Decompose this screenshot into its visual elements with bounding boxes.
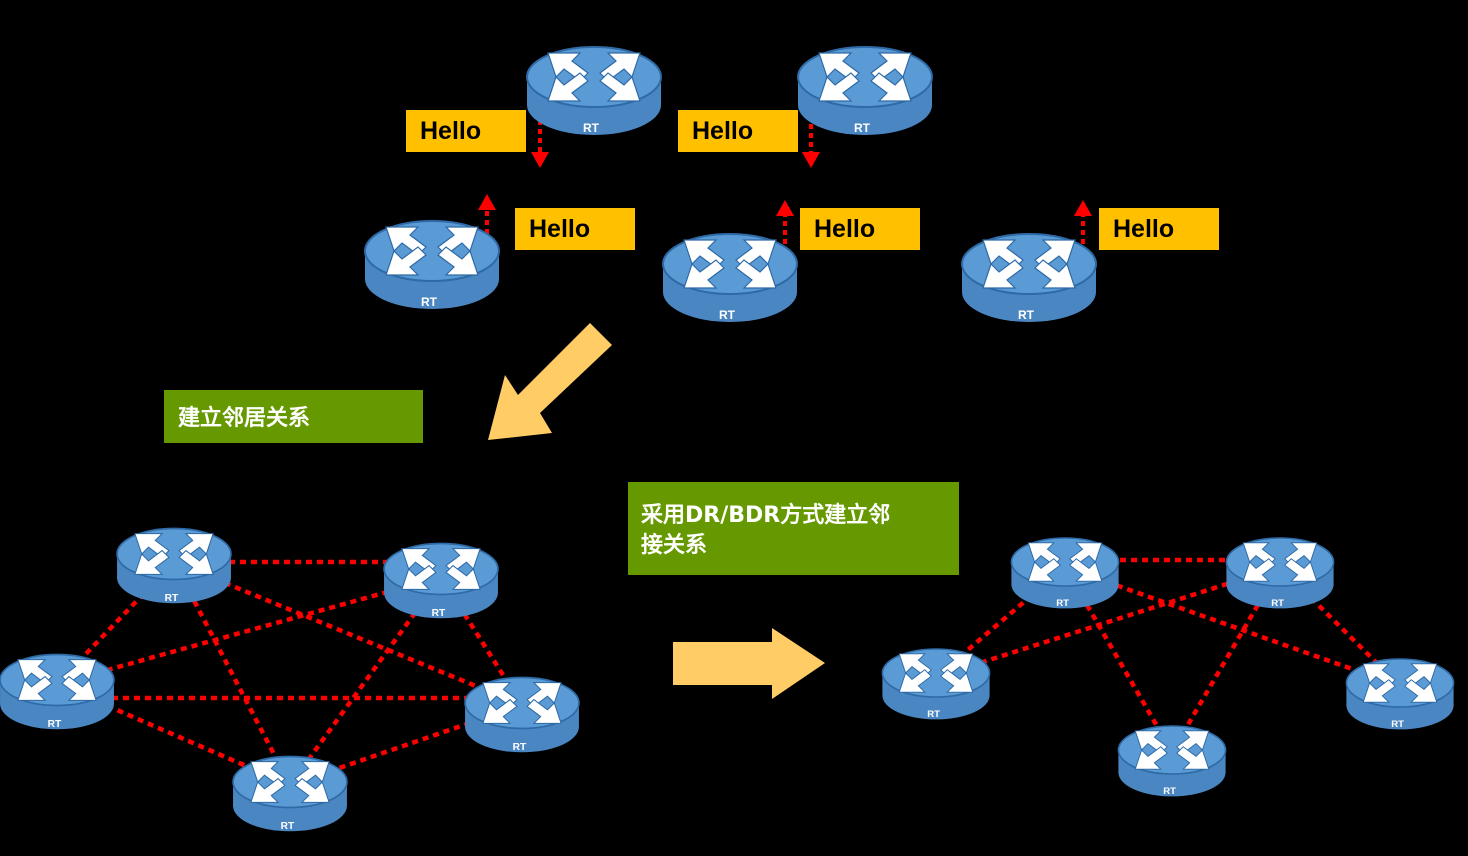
router-dr: RT bbox=[1010, 537, 1120, 610]
router-label: RT bbox=[48, 719, 62, 730]
router-bottom-left: RT bbox=[364, 220, 500, 310]
router-other-1: RT bbox=[881, 648, 991, 721]
hello-box-5: Hello bbox=[1099, 208, 1219, 250]
router-bdr: RT bbox=[1225, 537, 1335, 610]
router-other-3: RT bbox=[1117, 725, 1227, 798]
router-label: RT bbox=[854, 121, 871, 135]
caption-dr-bdr-line1: 采用DR/BDR方式建立邻 bbox=[641, 502, 890, 528]
hello-label: Hello bbox=[692, 117, 753, 145]
arrow-down-left-icon bbox=[488, 323, 612, 440]
router-label: RT bbox=[421, 295, 438, 309]
router-bottom-middle: RT bbox=[662, 233, 798, 323]
mesh-router-b: RT bbox=[383, 542, 499, 620]
router-label: RT bbox=[165, 593, 179, 604]
router-other-2: RT bbox=[1345, 658, 1455, 731]
mesh-router-d: RT bbox=[464, 676, 580, 754]
caption-establish-neighbors-text: 建立邻居关系 bbox=[178, 405, 310, 431]
caption-establish-neighbors: 建立邻居关系 bbox=[164, 390, 423, 443]
router-label: RT bbox=[927, 709, 940, 720]
router-top-left: RT bbox=[526, 46, 662, 136]
hello-box-4: Hello bbox=[800, 208, 920, 250]
mesh-router-e: RT bbox=[232, 755, 348, 833]
caption-dr-bdr: 采用DR/BDR方式建立邻 接关系 bbox=[628, 482, 959, 575]
router-label: RT bbox=[432, 608, 446, 619]
router-bottom-right: RT bbox=[961, 233, 1097, 323]
hello-label: Hello bbox=[529, 215, 590, 243]
router-label: RT bbox=[583, 121, 600, 135]
router-label: RT bbox=[1018, 308, 1035, 322]
hello-links bbox=[478, 120, 1092, 244]
router-label: RT bbox=[513, 742, 527, 753]
caption-dr-bdr-line2: 接关系 bbox=[641, 533, 707, 558]
mesh-router-a: RT bbox=[116, 527, 232, 605]
router-label: RT bbox=[281, 821, 295, 832]
arrow-right-icon bbox=[673, 628, 825, 699]
hello-box-3: Hello bbox=[515, 208, 635, 250]
router-label: RT bbox=[719, 308, 736, 322]
hello-label: Hello bbox=[1113, 215, 1174, 243]
router-label: RT bbox=[1271, 598, 1284, 609]
hello-box-1: Hello bbox=[406, 110, 526, 152]
hello-label: Hello bbox=[420, 117, 481, 145]
router-label: RT bbox=[1163, 786, 1176, 797]
router-label: RT bbox=[1391, 719, 1404, 730]
hello-label: Hello bbox=[814, 215, 875, 243]
router-label: RT bbox=[1056, 598, 1069, 609]
mesh-router-c: RT bbox=[0, 653, 115, 731]
router-top-right: RT bbox=[797, 46, 933, 136]
hello-box-2: Hello bbox=[678, 110, 798, 152]
